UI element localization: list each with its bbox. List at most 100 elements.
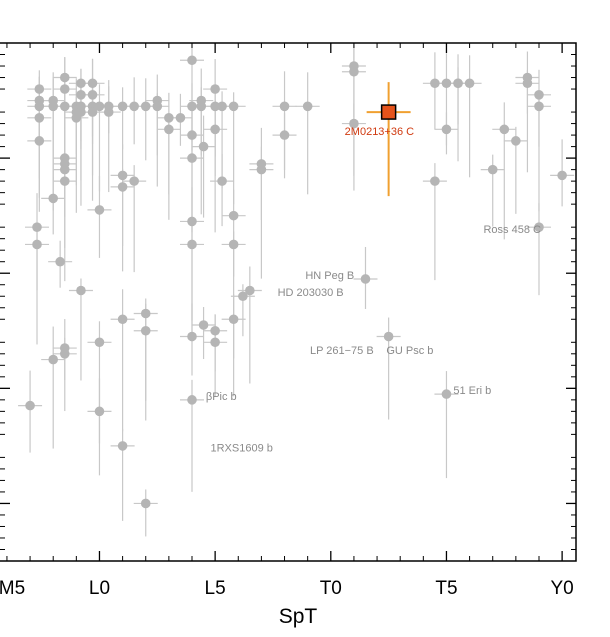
data-point [59, 84, 70, 94]
data-point [522, 78, 533, 89]
data-point [217, 176, 227, 186]
data-point [140, 308, 151, 319]
x-tick-label: T0 [320, 578, 342, 599]
data-point [76, 90, 86, 100]
data-point [557, 170, 567, 181]
data-point [217, 101, 227, 112]
annotation-label: HD 203030 B [278, 287, 344, 299]
data-points [25, 55, 567, 509]
data-point [34, 113, 45, 123]
data-point [534, 101, 544, 112]
annotation-label: βPic b [206, 391, 237, 403]
data-point [383, 331, 394, 342]
data-point [187, 101, 197, 112]
data-point [59, 176, 70, 186]
annotation-label: LP 261−75 B [310, 345, 374, 357]
data-point [453, 78, 463, 89]
data-point [279, 130, 290, 140]
plot-frame [0, 42, 577, 562]
data-point [87, 78, 98, 89]
data-point [87, 90, 98, 100]
data-point [76, 285, 86, 296]
data-point [198, 320, 209, 330]
data-point [499, 124, 510, 135]
data-point [59, 349, 70, 359]
data-point [48, 354, 59, 365]
data-point [34, 136, 45, 146]
data-point [129, 101, 139, 112]
data-point [164, 113, 174, 123]
data-point [464, 78, 475, 89]
data-point [228, 101, 239, 112]
data-point [59, 101, 70, 112]
data-point [187, 153, 197, 163]
highlight-marker [380, 104, 397, 120]
data-point [210, 124, 220, 135]
data-point [187, 55, 197, 66]
data-point [76, 107, 86, 117]
data-point [187, 239, 197, 250]
data-point [196, 101, 207, 112]
x-tick-label: L0 [89, 578, 110, 599]
data-point [534, 90, 544, 100]
annotation-label: HN Peg B [305, 270, 354, 282]
data-point [34, 84, 45, 94]
data-point [55, 256, 65, 267]
data-point [349, 66, 359, 77]
data-point [59, 72, 70, 83]
highlight-object [366, 82, 411, 197]
data-point [32, 222, 42, 232]
data-point [210, 325, 220, 336]
data-point [94, 101, 105, 112]
data-point [117, 182, 128, 192]
data-point [25, 400, 35, 411]
data-point [256, 164, 267, 175]
data-point [238, 291, 248, 302]
data-point [117, 101, 128, 112]
data-point [48, 193, 59, 204]
data-point [48, 101, 59, 112]
data-point [32, 239, 42, 250]
x-axis-title: SpT [279, 605, 318, 628]
data-point [94, 406, 105, 417]
data-point [164, 124, 174, 135]
data-point [187, 130, 197, 140]
data-point [302, 101, 313, 112]
data-point [430, 78, 440, 89]
x-tick-label: Y0 [550, 578, 573, 599]
annotation-label: Ross 458 C [483, 224, 541, 236]
data-point [87, 107, 98, 117]
data-point [187, 331, 197, 342]
data-point [210, 337, 220, 348]
data-point [430, 176, 440, 186]
data-point [175, 113, 186, 123]
data-point [534, 222, 544, 232]
data-point [210, 84, 220, 94]
data-point [279, 101, 290, 112]
data-point [34, 101, 45, 112]
data-point [59, 164, 70, 175]
annotation-label: 1RXS1609 b [211, 443, 273, 455]
x-tick-label: T5 [435, 578, 457, 599]
data-point [198, 141, 209, 152]
x-tick-label: M5 [0, 578, 25, 599]
data-point [245, 285, 255, 296]
data-point [152, 101, 163, 112]
data-point [228, 239, 239, 250]
data-point [441, 389, 452, 399]
data-point [117, 441, 128, 451]
data-point [117, 170, 128, 181]
data-point [140, 498, 151, 509]
data-point [511, 136, 521, 146]
data-point [360, 274, 371, 284]
x-tick-label: L5 [205, 578, 226, 599]
data-point [228, 314, 239, 325]
axis-ticks [0, 43, 576, 561]
data-point [140, 325, 151, 336]
annotation-label: GU Psc b [386, 345, 433, 357]
data-point [129, 176, 139, 186]
data-point [228, 210, 239, 221]
data-point [441, 78, 452, 89]
